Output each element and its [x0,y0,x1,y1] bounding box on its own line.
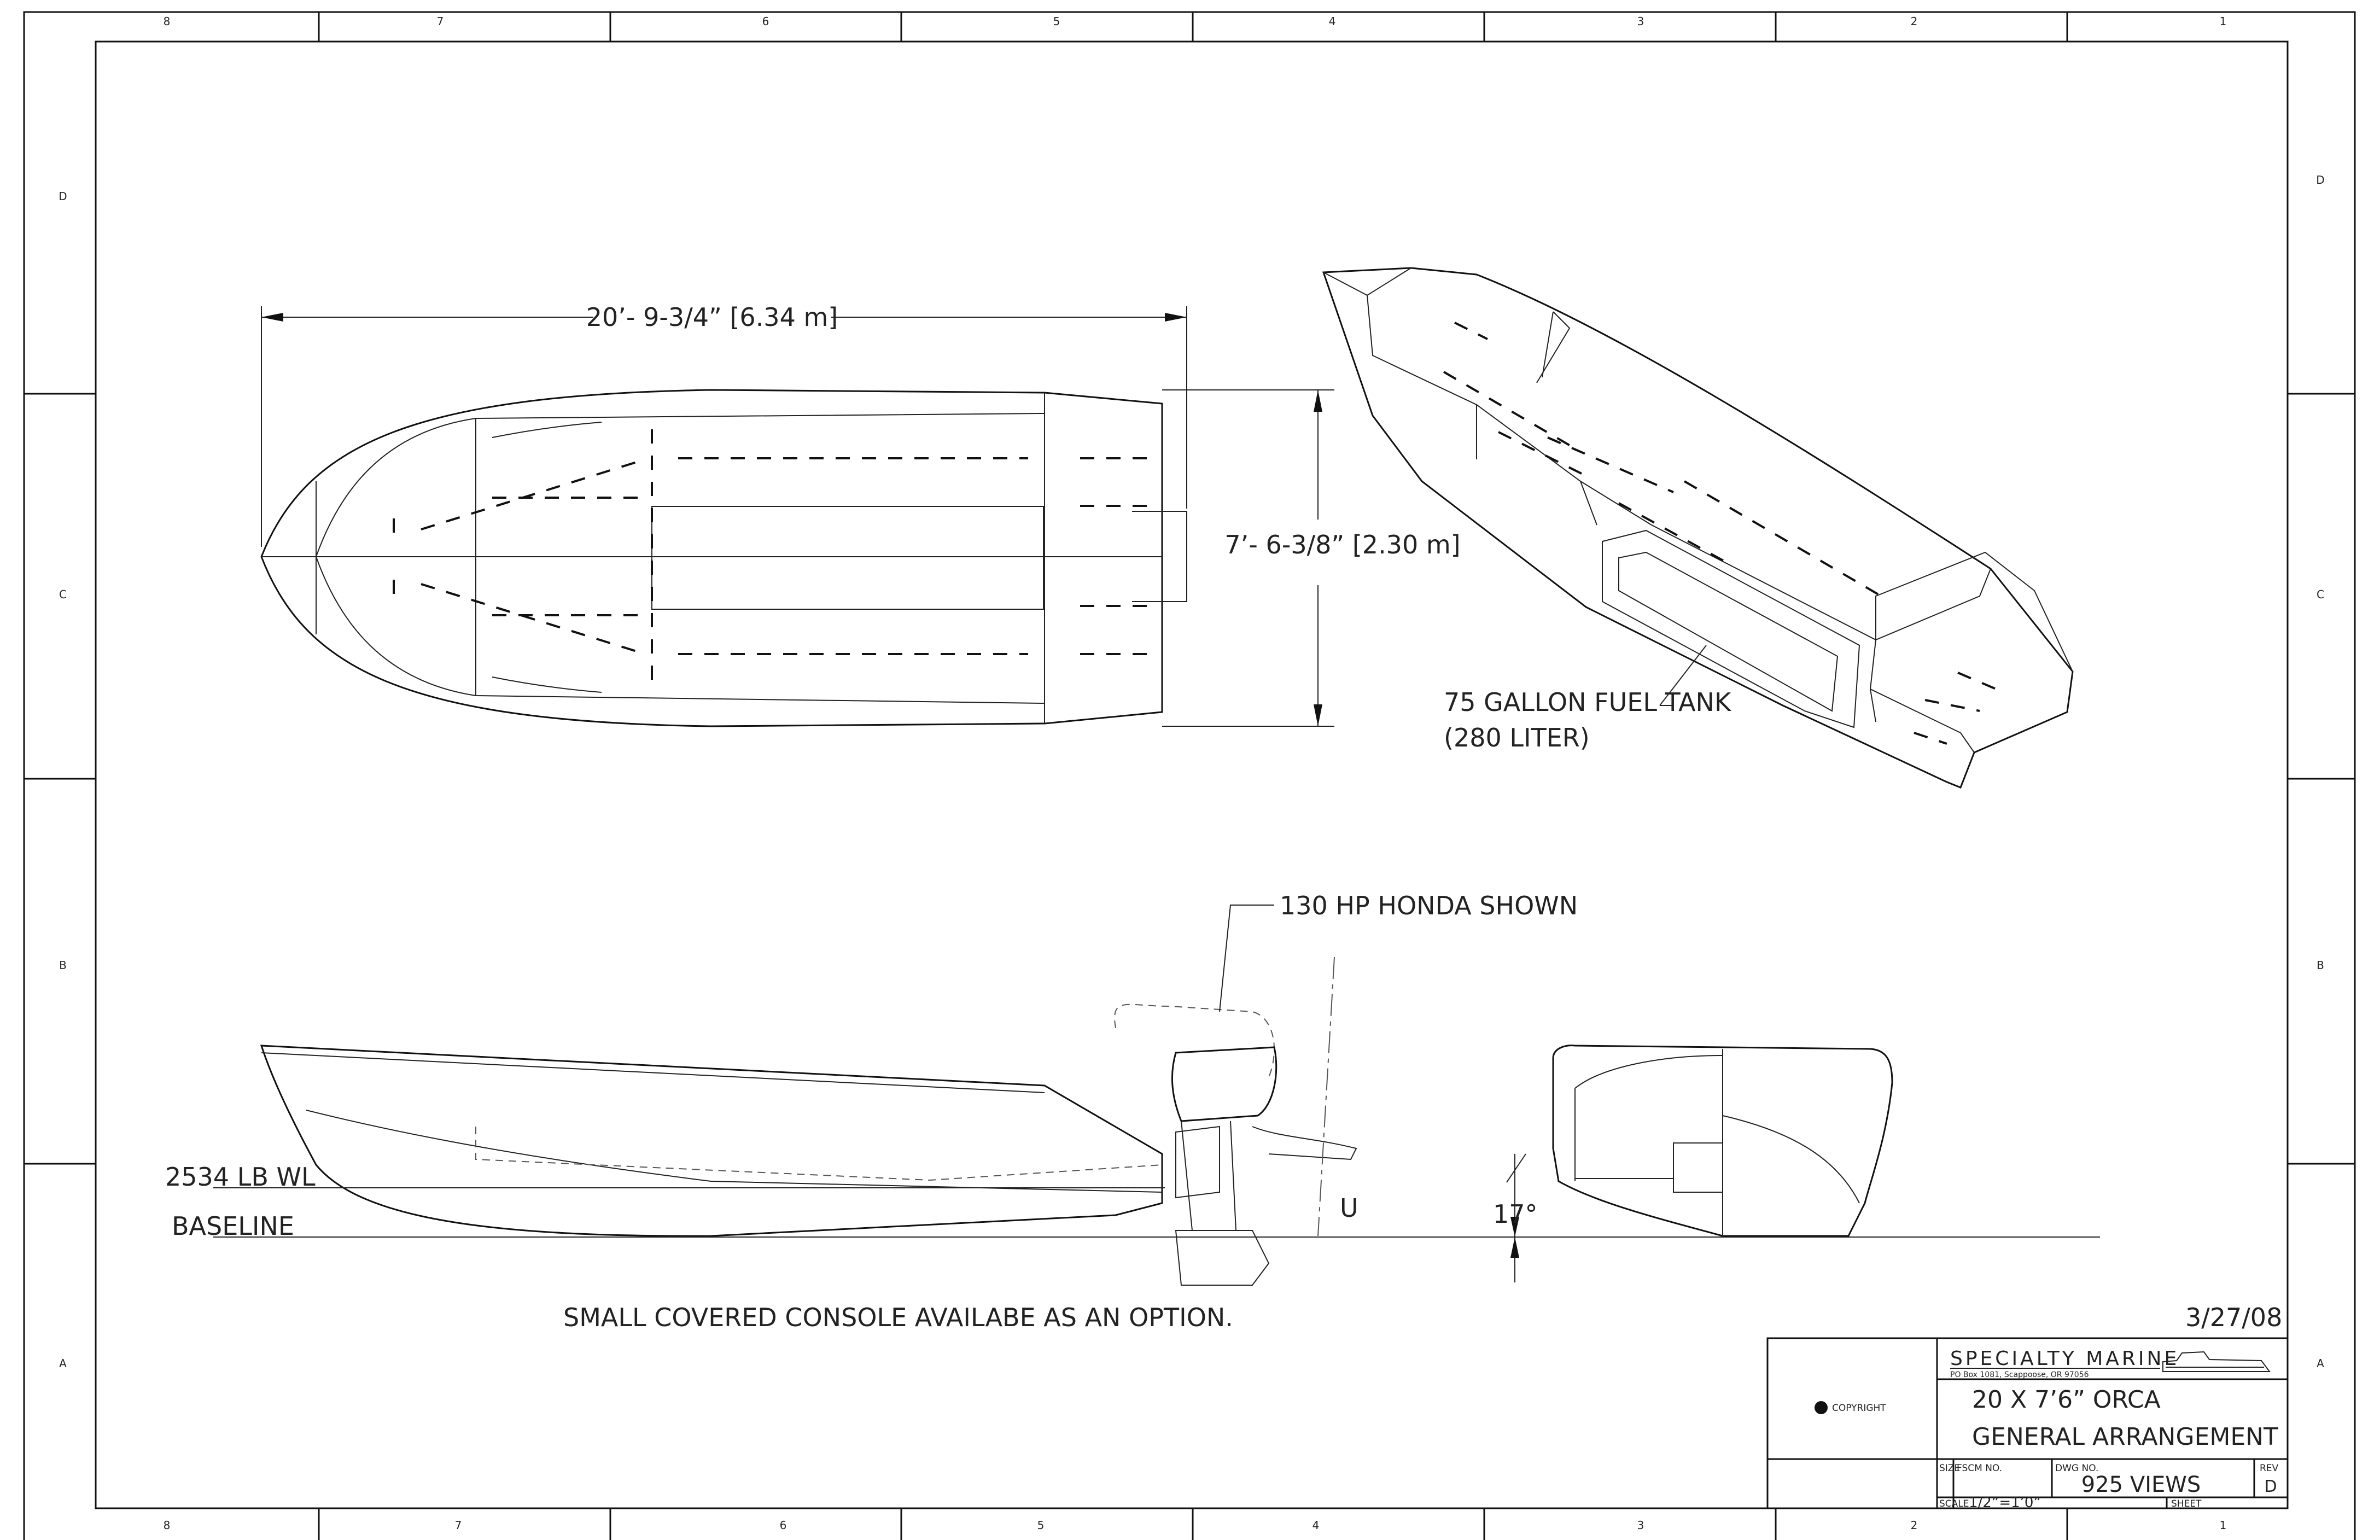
zone-label: 4 [1329,15,1336,28]
company-address: PO Box 1081, Scappoose, OR 97056 [1950,1370,2089,1379]
zone-label: C [59,588,67,601]
length-dimension-label: 20’- 9-3/4” [6.34 m] [586,302,838,332]
motor-callout: 130 HP HONDA SHOWN [1280,891,1578,920]
zone-label: 8 [164,15,171,28]
drawing-title-line1: 20 X 7’6” ORCA [1972,1386,2161,1414]
profile-view: 2534 LB WL BASELINE U 130 HP HONDA SHOWN [165,891,2100,1286]
zone-label: 4 [1312,1519,1320,1532]
zone-label: A [2317,1357,2324,1370]
zone-label: 1 [2220,15,2227,28]
deck-hatch-lines [393,429,1151,684]
zone-label: 6 [762,15,769,28]
zone-label: D [2316,173,2324,186]
console-note: SMALL COVERED CONSOLE AVAILABE AS AN OPT… [563,1303,1233,1332]
deadrise-label: 17° [1493,1199,1538,1229]
sheet-label: SHEET [2171,1498,2202,1509]
zone-label: 5 [1053,15,1060,28]
zone-label: D [59,190,67,203]
dwg-no-label: DWG NO. [2055,1463,2098,1474]
zone-labels-bottom: 8 7 6 5 4 3 2 1 [164,1519,2227,1532]
motor-angle-mark: U [1340,1193,1358,1223]
zone-label: 2 [1911,15,1918,28]
zone-label: 8 [164,1519,171,1532]
zone-label: 5 [1037,1519,1045,1532]
zone-label: 6 [780,1519,787,1532]
fuel-tank-callout: 75 GALLON FUEL TANK [1444,687,1732,717]
zone-label: 1 [2220,1519,2227,1532]
drawing-date: 3/27/08 [2185,1303,2282,1332]
scale-value: 1/2”=1’0” [1969,1495,2041,1511]
scale-label: SCALE [1939,1498,1969,1509]
zone-label: 3 [1637,15,1644,28]
zone-label: A [59,1357,67,1370]
drawing-title-line2: GENERAL ARRANGEMENT [1972,1423,2278,1451]
baseline-label: BASELINE [172,1211,294,1241]
title-block: COPYRIGHT SPECIALTY MARINE PO Box 1081, … [1766,1337,2289,1511]
iso-deck-dashes [1443,322,1997,745]
zone-label: 3 [1637,1519,1644,1532]
zone-label: B [2317,959,2324,972]
end-view: 17° [1493,1045,1893,1282]
beam-dimension: 7’- 6-3/8” [2.30 m] [1162,389,1461,727]
rev-value: D [2264,1477,2277,1496]
size-label: SIZE [1939,1463,1960,1474]
copyright-icon [1815,1401,1828,1414]
zone-label: B [59,959,67,972]
boat-logo-icon [2162,1351,2271,1372]
isometric-view: 75 GALLON FUEL TANK (280 LITER) [1322,267,2074,789]
fscm-label: FSCM NO. [1957,1463,2002,1474]
zone-label: C [2317,588,2324,601]
plan-view: 20’- 9-3/4” [6.34 m] 7’- 6-3/8” [2.30 m] [260,302,1461,727]
outboard-motor: U [1114,956,1358,1286]
fuel-tank-callout-liter: (280 LITER) [1444,723,1590,752]
waterline-label: 2534 LB WL [165,1162,316,1192]
zone-label: 7 [455,1519,462,1532]
company-name: SPECIALTY MARINE [1950,1348,2179,1370]
zone-labels-top: 8 7 6 5 4 3 2 1 [164,15,2227,28]
zone-label: 7 [437,15,444,28]
zone-labels-side: D C B A D C B A [59,173,2324,1370]
length-dimension: 20’- 9-3/4” [6.34 m] [261,302,1187,547]
copyright-label: COPYRIGHT [1832,1403,1886,1414]
beam-dimension-label: 7’- 6-3/8” [2.30 m] [1224,530,1460,559]
dwg-no: 925 VIEWS [2081,1472,2201,1497]
sheet-border [23,11,2356,1540]
rev-label: REV [2260,1463,2279,1474]
zone-label: 2 [1911,1519,1918,1532]
